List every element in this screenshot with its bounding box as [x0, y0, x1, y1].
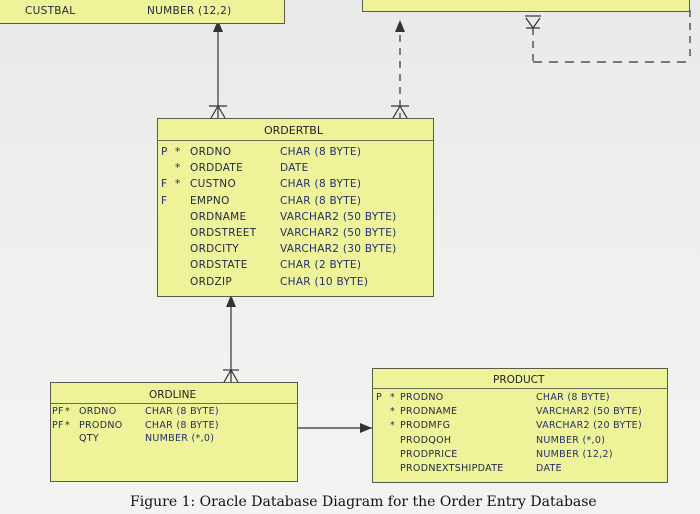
column-type: CHAR (8 BYTE): [280, 194, 362, 207]
column-type: CHAR (8 BYTE): [145, 419, 219, 431]
required-marker: *: [175, 178, 181, 191]
column-type: NUMBER (12,2): [536, 448, 613, 460]
employee-table-partial: [362, 0, 690, 12]
column-name: PRODNO: [79, 419, 123, 431]
column-type: CHAR (8 BYTE): [280, 146, 362, 158]
figure-caption: Figure 1: Oracle Database Diagram for th…: [130, 494, 597, 510]
ordline-table: ORDLINE: [50, 382, 298, 482]
column-name: PRODMFG: [400, 420, 451, 432]
key-marker: P: [161, 146, 168, 158]
column-name: ORDNO: [79, 406, 117, 417]
column-name: ORDNAME: [190, 210, 247, 223]
column-name: PRODNAME: [400, 406, 458, 418]
column-type: VARCHAR2 (20 BYTE): [536, 420, 642, 432]
column-type: DATE: [536, 463, 562, 474]
product-divider: [372, 388, 668, 389]
column-name: CUSTNO: [190, 178, 237, 191]
column-type: VARCHAR2 (30 BYTE): [280, 243, 397, 256]
table-title: ORDLINE: [149, 389, 197, 401]
column-name: EMPNO: [190, 194, 230, 207]
ordertbl-divider: [157, 140, 434, 141]
column-type: CHAR (10 BYTE): [280, 275, 369, 288]
column-name: ORDSTREET: [190, 227, 257, 239]
column-type: VARCHAR2 (50 BYTE): [536, 406, 642, 418]
required-marker: *: [390, 406, 396, 418]
column-name: PRODNO: [400, 392, 444, 403]
column-name: PRODPRICE: [400, 448, 458, 460]
required-marker: *: [390, 392, 396, 403]
customer-table-partial: CUSTBAL NUMBER (12,2): [0, 0, 285, 24]
column-name: ORDSTATE: [190, 259, 248, 272]
key-marker: F: [161, 194, 168, 207]
column-name: CUSTBAL: [25, 5, 76, 17]
table-title: PRODUCT: [493, 374, 545, 386]
required-marker: *: [65, 406, 71, 417]
column-type: NUMBER (*,0): [145, 433, 215, 444]
required-marker: *: [175, 146, 181, 158]
column-type: CHAR (8 BYTE): [536, 392, 610, 403]
table-title: ORDERTBL: [264, 124, 323, 137]
column-type: CHAR (8 BYTE): [280, 178, 362, 191]
required-marker: *: [65, 419, 71, 431]
key-marker: F: [161, 178, 168, 191]
product-table: PRODUCT: [372, 368, 668, 483]
ordertbl-table: ORDERTBL: [157, 118, 434, 297]
column-type: VARCHAR2 (50 BYTE): [280, 227, 397, 239]
required-marker: *: [390, 420, 396, 432]
column-name: ORDNO: [190, 146, 232, 158]
column-type: DATE: [280, 162, 309, 175]
column-name: ORDDATE: [190, 162, 244, 175]
column-name: ORDCITY: [190, 243, 240, 256]
key-marker: PF: [52, 419, 64, 431]
column-type: VARCHAR2 (50 BYTE): [280, 210, 397, 223]
column-name: PRODQOH: [400, 434, 452, 446]
key-marker: PF: [52, 406, 64, 417]
key-marker: P: [376, 392, 383, 403]
column-type: CHAR (2 BYTE): [280, 259, 362, 272]
column-name: ORDZIP: [190, 275, 233, 288]
column-type: NUMBER (12,2): [147, 5, 232, 17]
required-marker: *: [175, 162, 181, 175]
column-type: CHAR (8 BYTE): [145, 406, 219, 417]
column-name: PRODNEXTSHIPDATE: [400, 463, 504, 474]
column-name: QTY: [79, 433, 99, 444]
ordline-divider: [50, 403, 298, 404]
column-type: NUMBER (*,0): [536, 434, 606, 446]
